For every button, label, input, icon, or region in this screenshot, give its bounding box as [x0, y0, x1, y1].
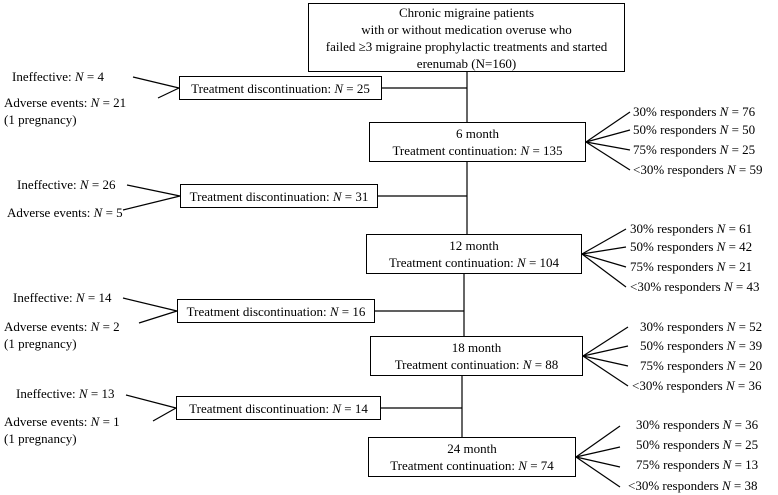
enrollment-box: Chronic migraine patients with or withou…: [308, 3, 625, 72]
responders-lt30: <30% responders N = 36: [632, 378, 762, 393]
continuation-box: 6 month Treatment continuation: N = 135: [369, 122, 586, 162]
pregnancy-note: (1 pregnancy): [4, 336, 77, 351]
pregnancy-note: (1 pregnancy): [4, 112, 77, 127]
responders-30: 30% responders N = 61: [630, 221, 753, 236]
responders-lt30: <30% responders N = 59: [633, 162, 763, 177]
continuation-box: 12 month Treatment continuation: N = 104: [366, 234, 582, 274]
adverse-events-label: Adverse events: N = 1: [4, 414, 120, 429]
adverse-events-label: Adverse events: N = 2: [4, 319, 120, 334]
ineffective-label: Ineffective: N = 26: [17, 177, 116, 192]
discontinuation-box: Treatment discontinuation: N = 16: [177, 299, 375, 323]
responders-30: 30% responders N = 52: [640, 319, 763, 334]
pregnancy-note: (1 pregnancy): [4, 431, 77, 446]
responders-75: 75% responders N = 13: [636, 457, 759, 472]
responders-30: 30% responders N = 36: [636, 417, 759, 432]
responders-lt30: <30% responders N = 43: [630, 279, 760, 294]
ineffective-label: Ineffective: N = 13: [16, 386, 115, 401]
discontinuation-box: Treatment discontinuation: N = 25: [179, 76, 382, 100]
ineffective-label: Ineffective: N = 4: [12, 69, 104, 84]
responders-75: 75% responders N = 25: [633, 142, 756, 157]
discontinuation-box: Treatment discontinuation: N = 31: [180, 184, 378, 208]
adverse-events-label: Adverse events: N = 21: [4, 95, 127, 110]
enrollment-line-1: Chronic migraine patients: [398, 4, 535, 20]
continuation-box: 18 month Treatment continuation: N = 88: [370, 336, 583, 376]
responders-50: 50% responders N = 50: [633, 122, 756, 137]
responders-lt30: <30% responders N = 38: [628, 478, 758, 493]
adverse-events-label: Adverse events: N = 5: [7, 205, 123, 220]
enrollment-line-3: failed ≥3 migraine prophylactic treatmen…: [325, 38, 608, 54]
discontinuation-box: Treatment discontinuation: N = 14: [176, 396, 381, 420]
ineffective-label: Ineffective: N = 14: [13, 290, 112, 305]
responders-30: 30% responders N = 76: [633, 104, 756, 119]
continuation-box: 24 month Treatment continuation: N = 74: [368, 437, 576, 477]
enrollment-line-2: with or without medication overuse who: [361, 21, 572, 37]
responders-50: 50% responders N = 42: [630, 239, 753, 254]
responders-50: 50% responders N = 25: [636, 437, 759, 452]
responders-50: 50% responders N = 39: [640, 338, 763, 353]
responders-75: 75% responders N = 20: [640, 358, 763, 373]
responders-75: 75% responders N = 21: [630, 259, 753, 274]
enrollment-line-4: erenumab (N=160): [416, 55, 517, 71]
